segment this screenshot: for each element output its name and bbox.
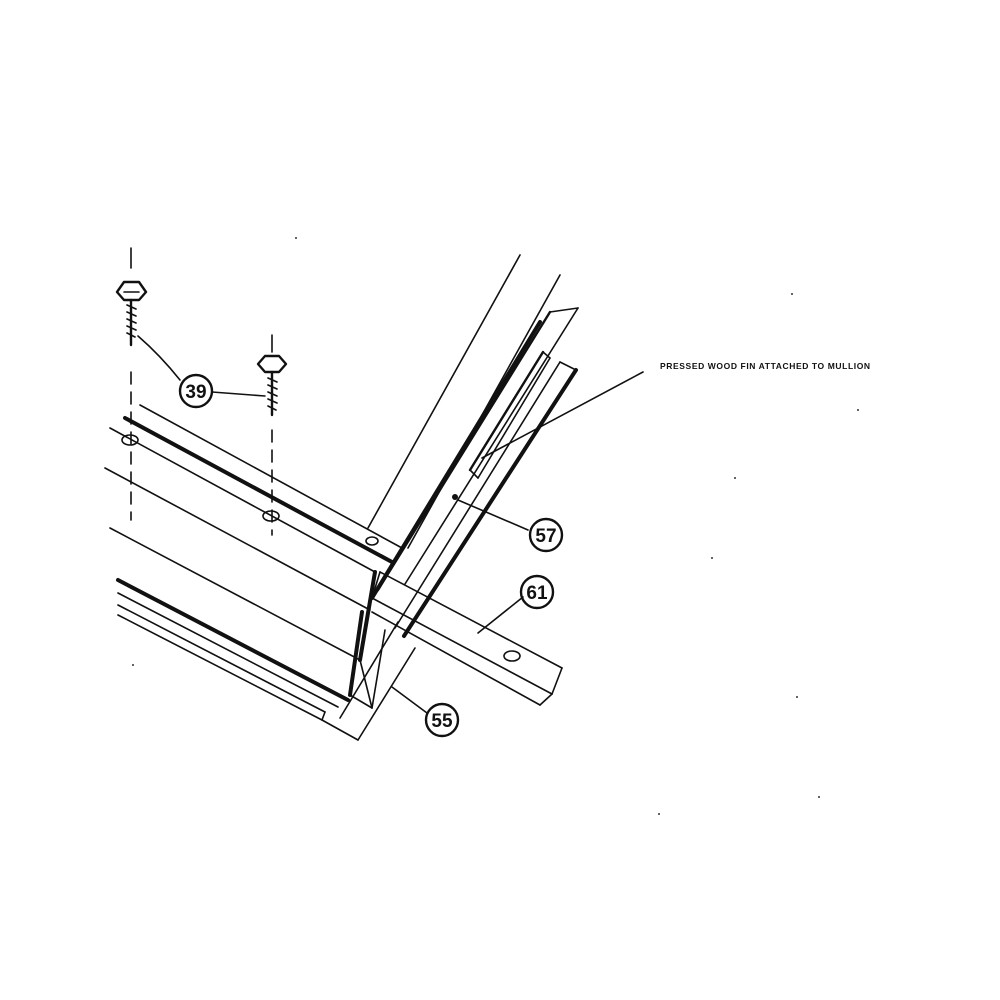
fin-note: PRESSED WOOD FIN ATTACHED TO MULLION xyxy=(660,361,871,371)
callout-39: 39 xyxy=(178,373,214,409)
corner-block xyxy=(348,570,386,709)
callout-61: 61 xyxy=(519,574,555,610)
screw-right xyxy=(256,334,288,536)
screw-hole xyxy=(262,510,280,522)
callout-55: 55 xyxy=(424,702,460,738)
callout-55-label: 55 xyxy=(431,711,453,732)
bottom-frame xyxy=(116,578,416,741)
screw-hole xyxy=(121,434,139,446)
scan-specks xyxy=(132,237,859,815)
leader-lines xyxy=(137,335,644,714)
angle-hole xyxy=(503,650,521,662)
callout-57: 57 xyxy=(528,517,564,553)
mullion xyxy=(367,254,579,638)
screw-hole xyxy=(365,536,379,546)
callout-57-label: 57 xyxy=(535,526,556,547)
pressed-wood-fin xyxy=(452,350,551,500)
callout-39-label: 39 xyxy=(185,382,206,403)
top-rail xyxy=(104,404,403,661)
screw-left xyxy=(115,247,148,521)
angle-piece xyxy=(371,571,563,706)
callout-61-label: 61 xyxy=(526,583,548,604)
